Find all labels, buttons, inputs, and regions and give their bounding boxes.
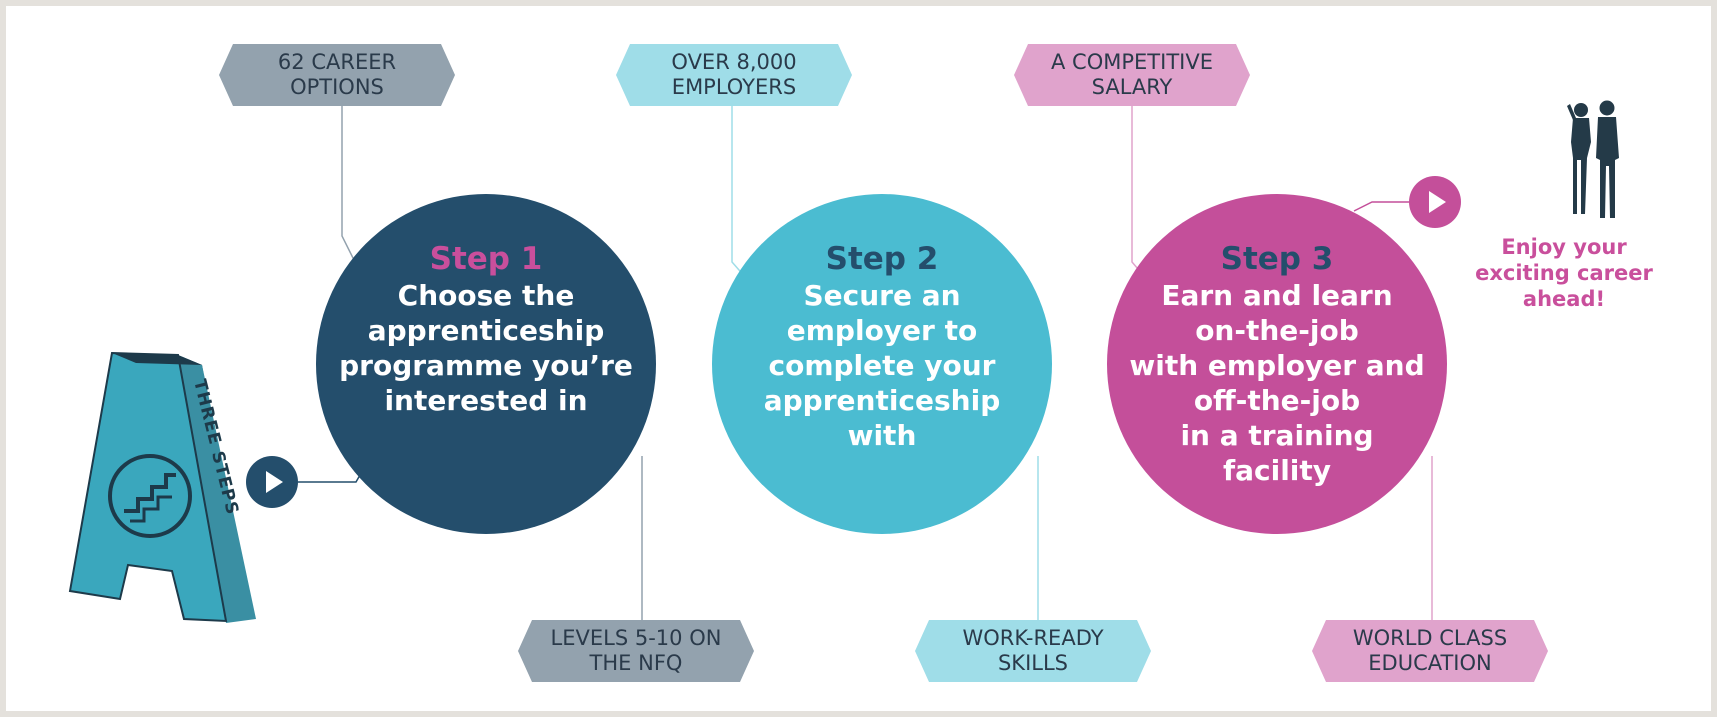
tag-career-options: 62 CAREER OPTIONS (219, 44, 455, 106)
step-3-circle: Step 3 Earn and learn on-the-job with em… (1107, 194, 1447, 534)
play-icon[interactable] (246, 456, 298, 508)
step-2-circle: Step 2 Secure an employer to complete yo… (712, 194, 1052, 534)
step-1-description: Choose the apprenticeship programme you’… (339, 279, 633, 417)
tag-employers: OVER 8,000 EMPLOYERS (616, 44, 852, 106)
final-message: Enjoy your exciting career ahead! (1475, 235, 1653, 311)
step-2-title: Step 2 (825, 241, 939, 277)
tag-nfq-levels: LEVELS 5-10 ON THE NFQ (518, 620, 754, 682)
three-steps-sign: THREE STEPS (68, 351, 256, 623)
step-1-title: Step 1 (429, 241, 543, 277)
infographic-canvas: 62 CAREER OPTIONS OVER 8,000 EMPLOYERS A… (6, 6, 1711, 711)
step-3-title: Step 3 (1220, 241, 1334, 277)
tag-work-ready-skills: WORK-READY SKILLS (915, 620, 1151, 682)
stairs-icon (108, 454, 192, 538)
step-2-description: Secure an employer to complete your appr… (763, 279, 1001, 452)
tag-world-class-education: WORLD CLASS EDUCATION (1312, 620, 1548, 682)
step-1-circle: Step 1 Choose the apprenticeship program… (316, 194, 656, 534)
step-3-description: Earn and learn on-the-job with employer … (1129, 279, 1425, 487)
people-silhouette-icon (1567, 100, 1619, 218)
play-icon[interactable] (1409, 176, 1461, 228)
tag-salary: A COMPETITIVE SALARY (1014, 44, 1250, 106)
connector-lines (298, 106, 1433, 626)
